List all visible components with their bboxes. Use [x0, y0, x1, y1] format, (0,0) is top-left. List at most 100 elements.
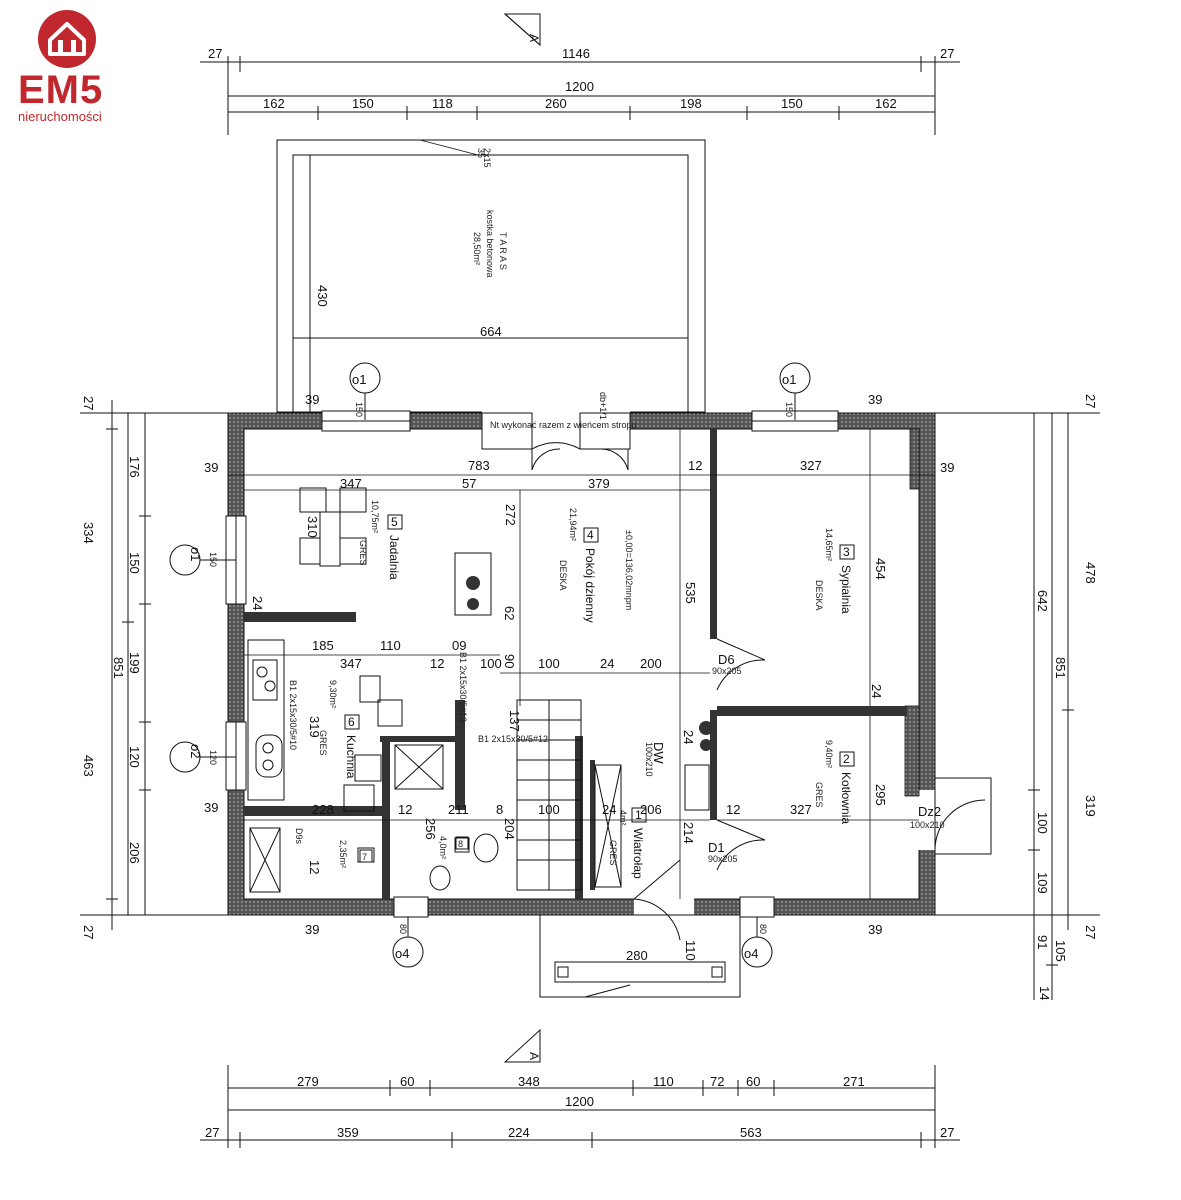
dim-bot-72: 72: [710, 1074, 724, 1089]
stairs: [516, 699, 582, 891]
inner-walls: [244, 428, 920, 899]
window-tags: [169, 362, 811, 968]
window-size-150-b: 150: [784, 402, 794, 417]
dim-100-b: 100: [538, 656, 560, 671]
room-area-pokoj: 21,94m²: [568, 508, 578, 541]
dim-295: 295: [873, 784, 888, 806]
dim-top-260: 260: [545, 96, 567, 111]
dim-228: 228: [312, 802, 334, 817]
room-floor-jadalnia: GRES: [358, 540, 368, 566]
dim-bot-348: 348: [518, 1074, 540, 1089]
dim-right-642: 642: [1035, 590, 1050, 612]
terrace-width: 664: [480, 324, 502, 339]
dim-783: 783: [468, 458, 490, 473]
room-pokoj: 4 Pokój dzienny 21,94m² DESKA ±0,00=136,…: [558, 508, 634, 623]
dim-39-top-r: 39: [868, 392, 882, 407]
dim-right-27-bot: 27: [1083, 925, 1098, 939]
window-o1-top-left: o1: [352, 372, 366, 387]
dim-90: 90: [502, 654, 517, 668]
dim-24-c: 24: [681, 730, 696, 744]
window-size-120: 120: [208, 750, 218, 765]
dim-right-91: 91: [1035, 935, 1050, 949]
terrace-door: [481, 412, 631, 471]
room-kuchnia: 6 Kuchnia 9,30m² GRES: [318, 680, 360, 779]
room-num-6: 6: [348, 715, 355, 729]
stair-note-c: B1 2x15x30/5#10: [288, 680, 298, 750]
dim-12: 12: [688, 458, 702, 473]
stair-note-a: B1 2x15x30/5#10: [458, 652, 468, 722]
dim-bot-224: 224: [508, 1125, 530, 1140]
room-area-lazienka: 4,0m²: [438, 836, 448, 859]
room-num-3: 3: [843, 545, 850, 559]
dim-214: 214: [681, 822, 696, 844]
door-d1: D1: [708, 840, 725, 855]
lintel-note: Nt wykonać razem z wieńcem stropu: [490, 420, 637, 430]
terrace-depth: 430: [315, 285, 330, 307]
room-floor-wiatrolap: GRES: [608, 840, 618, 866]
dim-top-162-a: 162: [263, 96, 285, 111]
room-num-4: 4: [587, 528, 594, 542]
room-num-8: 8: [458, 839, 463, 849]
dim-347-b: 347: [340, 656, 362, 671]
dim-top-150-a: 150: [352, 96, 374, 111]
room-floor-kotlownia: GRES: [814, 782, 824, 808]
dim-137: 137: [507, 710, 522, 732]
dim-8: 8: [496, 802, 503, 817]
stair-note-b: B1 2x15x30/5#12: [478, 734, 548, 744]
dim-right-27-top: 27: [1083, 394, 1098, 408]
door-d1-size: 90x205: [708, 854, 738, 864]
dim-39-side-l: 39: [204, 460, 218, 475]
dim-200: 200: [640, 656, 662, 671]
dim-379: 379: [588, 476, 610, 491]
stairs-note-top2: 35: [476, 148, 486, 158]
room-jadalnia: 5 Jadalnia 10,75m² GRES: [358, 500, 403, 580]
dim-57: 57: [462, 476, 476, 491]
dim-right-14: 14: [1037, 986, 1052, 1000]
room-wc: 7 2,35m²: [338, 840, 373, 868]
dim-left-334: 334: [81, 522, 96, 544]
dim-right-851: 851: [1053, 657, 1068, 679]
dim-319: 319: [307, 716, 322, 738]
dim-12-e: 12: [307, 860, 322, 874]
room-area-kuchnia: 9,30m²: [328, 680, 338, 708]
door-dw: DW: [651, 742, 666, 764]
dim-top-27-left: 27: [208, 46, 222, 61]
dim-280: 280: [626, 948, 648, 963]
dim-bot-563: 563: [740, 1125, 762, 1140]
dim-top-150-b: 150: [781, 96, 803, 111]
dim-top-1200: 1200: [565, 79, 594, 94]
dim-top-1146: 1146: [562, 46, 590, 61]
room-lazienka: 8 4,0m²: [438, 836, 469, 859]
dim-100-c: 100: [538, 802, 560, 817]
dim-left-27-top: 27: [81, 396, 96, 410]
room-area-wc: 2,35m²: [338, 840, 348, 868]
dim-left-463: 463: [81, 755, 96, 777]
section-label-top: A: [527, 34, 541, 42]
dim-211: 211: [448, 802, 469, 817]
window-o4-bottom-right: o4: [744, 946, 758, 961]
bathroom-fixtures: [249, 744, 622, 893]
dim-110-v: 110: [683, 940, 698, 961]
dim-right-105: 105: [1053, 940, 1068, 962]
inner-dims: 39 39 783 12 327 347 57 379 310 272 535 …: [204, 392, 954, 963]
dim-left-120: 120: [127, 746, 142, 768]
window-o2-left: o2: [188, 744, 203, 758]
dim-top-27-right: 27: [940, 46, 954, 61]
dim-bot-27-a: 27: [205, 1125, 219, 1140]
house-icon: [38, 10, 96, 68]
dim-327-b: 327: [790, 802, 812, 817]
window-size-150-a: 150: [354, 402, 364, 417]
dim-204: 204: [502, 818, 517, 840]
door-d9s: D9s: [294, 828, 304, 845]
dim-right-109: 109: [1035, 872, 1050, 894]
room-num-7: 7: [362, 852, 367, 862]
dim-right-478: 478: [1083, 562, 1098, 584]
dim-09: 09: [452, 638, 466, 653]
terrace-material: kostka betonowa: [485, 210, 495, 278]
dim-bot-279: 279: [297, 1074, 319, 1089]
dim-bot-60-b: 60: [746, 1074, 760, 1089]
dim-bot-271: 271: [843, 1074, 865, 1089]
dim-bot-1200: 1200: [565, 1094, 594, 1109]
inner-dim-lines: [228, 429, 935, 899]
